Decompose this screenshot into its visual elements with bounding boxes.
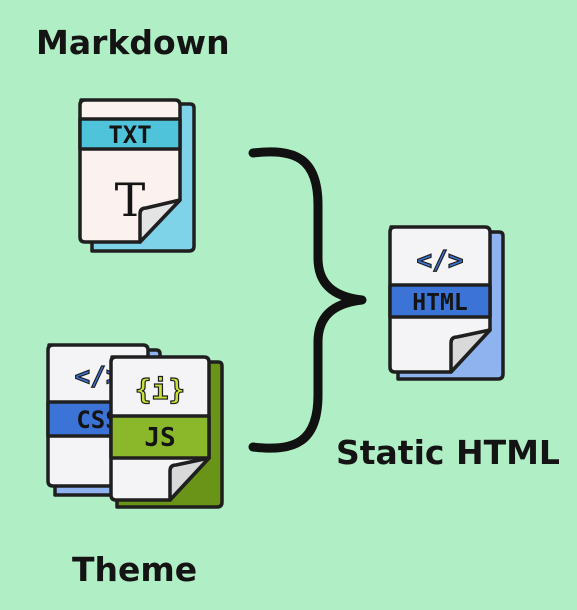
html-tag: HTML	[412, 290, 467, 316]
txt-tag: TXT	[108, 121, 151, 149]
js-tag: JS	[144, 423, 175, 453]
txt-file-icon	[78, 98, 196, 253]
curly-brace	[248, 147, 367, 453]
js-info-glyph: {i}	[135, 373, 186, 406]
theme-label: Theme	[72, 550, 198, 589]
static-html-label: Static HTML	[336, 433, 560, 472]
html-file-icon	[388, 225, 505, 381]
code-brackets-glyph: </>	[417, 246, 464, 276]
text-cursor-glyph: T	[115, 173, 146, 227]
markdown-label: Markdown	[36, 23, 230, 62]
js-file-icon	[109, 355, 224, 509]
